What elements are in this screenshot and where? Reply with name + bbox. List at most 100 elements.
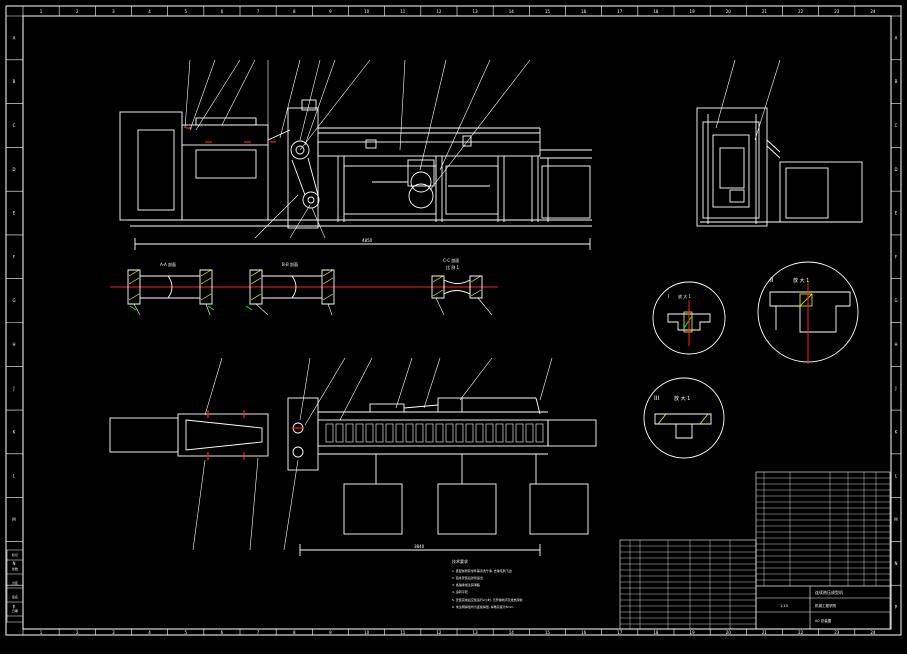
- border-row-label: P: [895, 605, 898, 610]
- border-column-label: 6: [221, 630, 224, 635]
- detail-ii-hatch: [799, 293, 813, 307]
- border-column-label: 22: [798, 9, 804, 14]
- border-column-label: 11: [400, 9, 406, 14]
- border-column-label: 12: [436, 9, 442, 14]
- border-column-label: 10: [364, 9, 370, 14]
- border-row-label: K: [895, 429, 898, 434]
- border-column-label: 8: [293, 9, 296, 14]
- notes-line-2: 2. 链条安装后张紧适当: [452, 575, 483, 580]
- chain-link: [405, 423, 414, 443]
- plan-leader-lines: [192, 357, 553, 551]
- border-row-label: A: [13, 35, 16, 40]
- border-row-label: M: [894, 517, 898, 522]
- border-column-label: 20: [726, 630, 732, 635]
- detail-i-hatch: [683, 300, 693, 346]
- border-column-label: 20: [726, 9, 732, 14]
- chain-link: [505, 423, 514, 443]
- title-block: [619, 471, 891, 630]
- border-row-label: F: [895, 254, 898, 259]
- border-row-label: N: [895, 561, 898, 566]
- plan-view: [109, 397, 597, 556]
- title-scale: 1:10: [780, 604, 788, 608]
- border-row-label: J: [12, 386, 14, 391]
- left-strip-label: 日期: [12, 608, 18, 613]
- notes-title: 技术要求: [452, 558, 468, 564]
- section-3-scale: 比 例 1: [446, 264, 460, 270]
- left-revision-strip: [6, 549, 24, 623]
- title-sheet: A0 总装图: [815, 618, 832, 623]
- border-column-label: 9: [329, 630, 332, 635]
- side-view-leaders: [715, 59, 781, 141]
- chain-link: [445, 423, 454, 443]
- border-row-label: A: [895, 35, 898, 40]
- detail-iii-scale: 放 大 1: [674, 395, 690, 402]
- border-column-label: 4: [148, 630, 151, 635]
- border-column-label: 5: [184, 630, 187, 635]
- border-column-label: 11: [400, 630, 406, 635]
- border-column-label: 13: [473, 9, 479, 14]
- chain-link: [385, 423, 394, 443]
- border-column-label: 24: [870, 9, 876, 14]
- plan-conveyor-chain: [325, 423, 544, 443]
- notes-line-5: 5. 安装完成后空载运行2小时, 无异常响声及发热现象: [452, 597, 523, 602]
- chain-link: [335, 423, 344, 443]
- border-column-label: 7: [257, 9, 260, 14]
- border-column-label: 15: [545, 9, 551, 14]
- border-row-label: L: [13, 473, 16, 478]
- border-column-label: 16: [581, 9, 587, 14]
- border-column-label: 15: [545, 630, 551, 635]
- chain-link: [525, 423, 534, 443]
- section-3-label: C-C 剖面: [443, 257, 459, 263]
- border-row-label: D: [894, 167, 897, 172]
- border-row-label: B: [895, 79, 898, 84]
- border-column-label: 3: [112, 630, 115, 635]
- border-column-label: 1: [40, 9, 43, 14]
- border-row-label: P: [13, 605, 16, 610]
- top-leader-lines: [184, 59, 531, 239]
- detail-iii-label: III: [654, 395, 660, 402]
- section-views: [127, 269, 483, 305]
- border-row-label: C: [895, 123, 898, 128]
- chain-link: [395, 423, 404, 443]
- notes-line-1: 1. 装配前所有零件需清洗干净, 去除毛刺飞边: [452, 568, 512, 573]
- border-row-label: E: [895, 211, 898, 216]
- section-green-marks: [129, 305, 253, 311]
- top-overall-dimension: 4850: [362, 238, 373, 243]
- border-column-label: 16: [581, 630, 587, 635]
- border-row-label: H: [12, 342, 15, 347]
- section-1-label: A-A 剖面: [160, 261, 176, 267]
- title-drawing-name: 连续热压成型机: [815, 589, 843, 595]
- border-column-label: 19: [690, 9, 696, 14]
- detail-i-scale: 放 大 1: [678, 293, 692, 299]
- chain-link: [465, 423, 474, 443]
- notes-line-4: 4. 运转平稳: [452, 589, 468, 594]
- chain-link: [485, 423, 494, 443]
- detail-i: [652, 281, 726, 355]
- border-column-label: 8: [293, 630, 296, 635]
- left-strip-label: 分区: [12, 580, 18, 585]
- border-row-label: G: [12, 298, 15, 303]
- border-row-label: E: [13, 211, 16, 216]
- border-column-label: 5: [184, 9, 187, 14]
- border-row-label: J: [894, 386, 896, 391]
- border-column-label: 18: [653, 630, 659, 635]
- chain-link: [495, 423, 504, 443]
- chain-link: [455, 423, 464, 443]
- chain-link: [355, 423, 364, 443]
- border-row-label: D: [12, 167, 15, 172]
- section-leaders: [133, 297, 493, 316]
- border-column-label: 14: [509, 630, 515, 635]
- chain-link: [435, 423, 444, 443]
- border-column-label: 10: [364, 630, 370, 635]
- border-row-label: B: [13, 79, 16, 84]
- border-column-label: 24: [870, 630, 876, 635]
- detail-i-label: I: [668, 294, 669, 300]
- border-row-label: N: [13, 561, 16, 566]
- border-column-label: 12: [436, 630, 442, 635]
- border-column-label: 23: [834, 9, 840, 14]
- title-company: 机械工程学院: [815, 603, 836, 608]
- border-row-label: G: [894, 298, 897, 303]
- border-column-label: 4: [148, 9, 151, 14]
